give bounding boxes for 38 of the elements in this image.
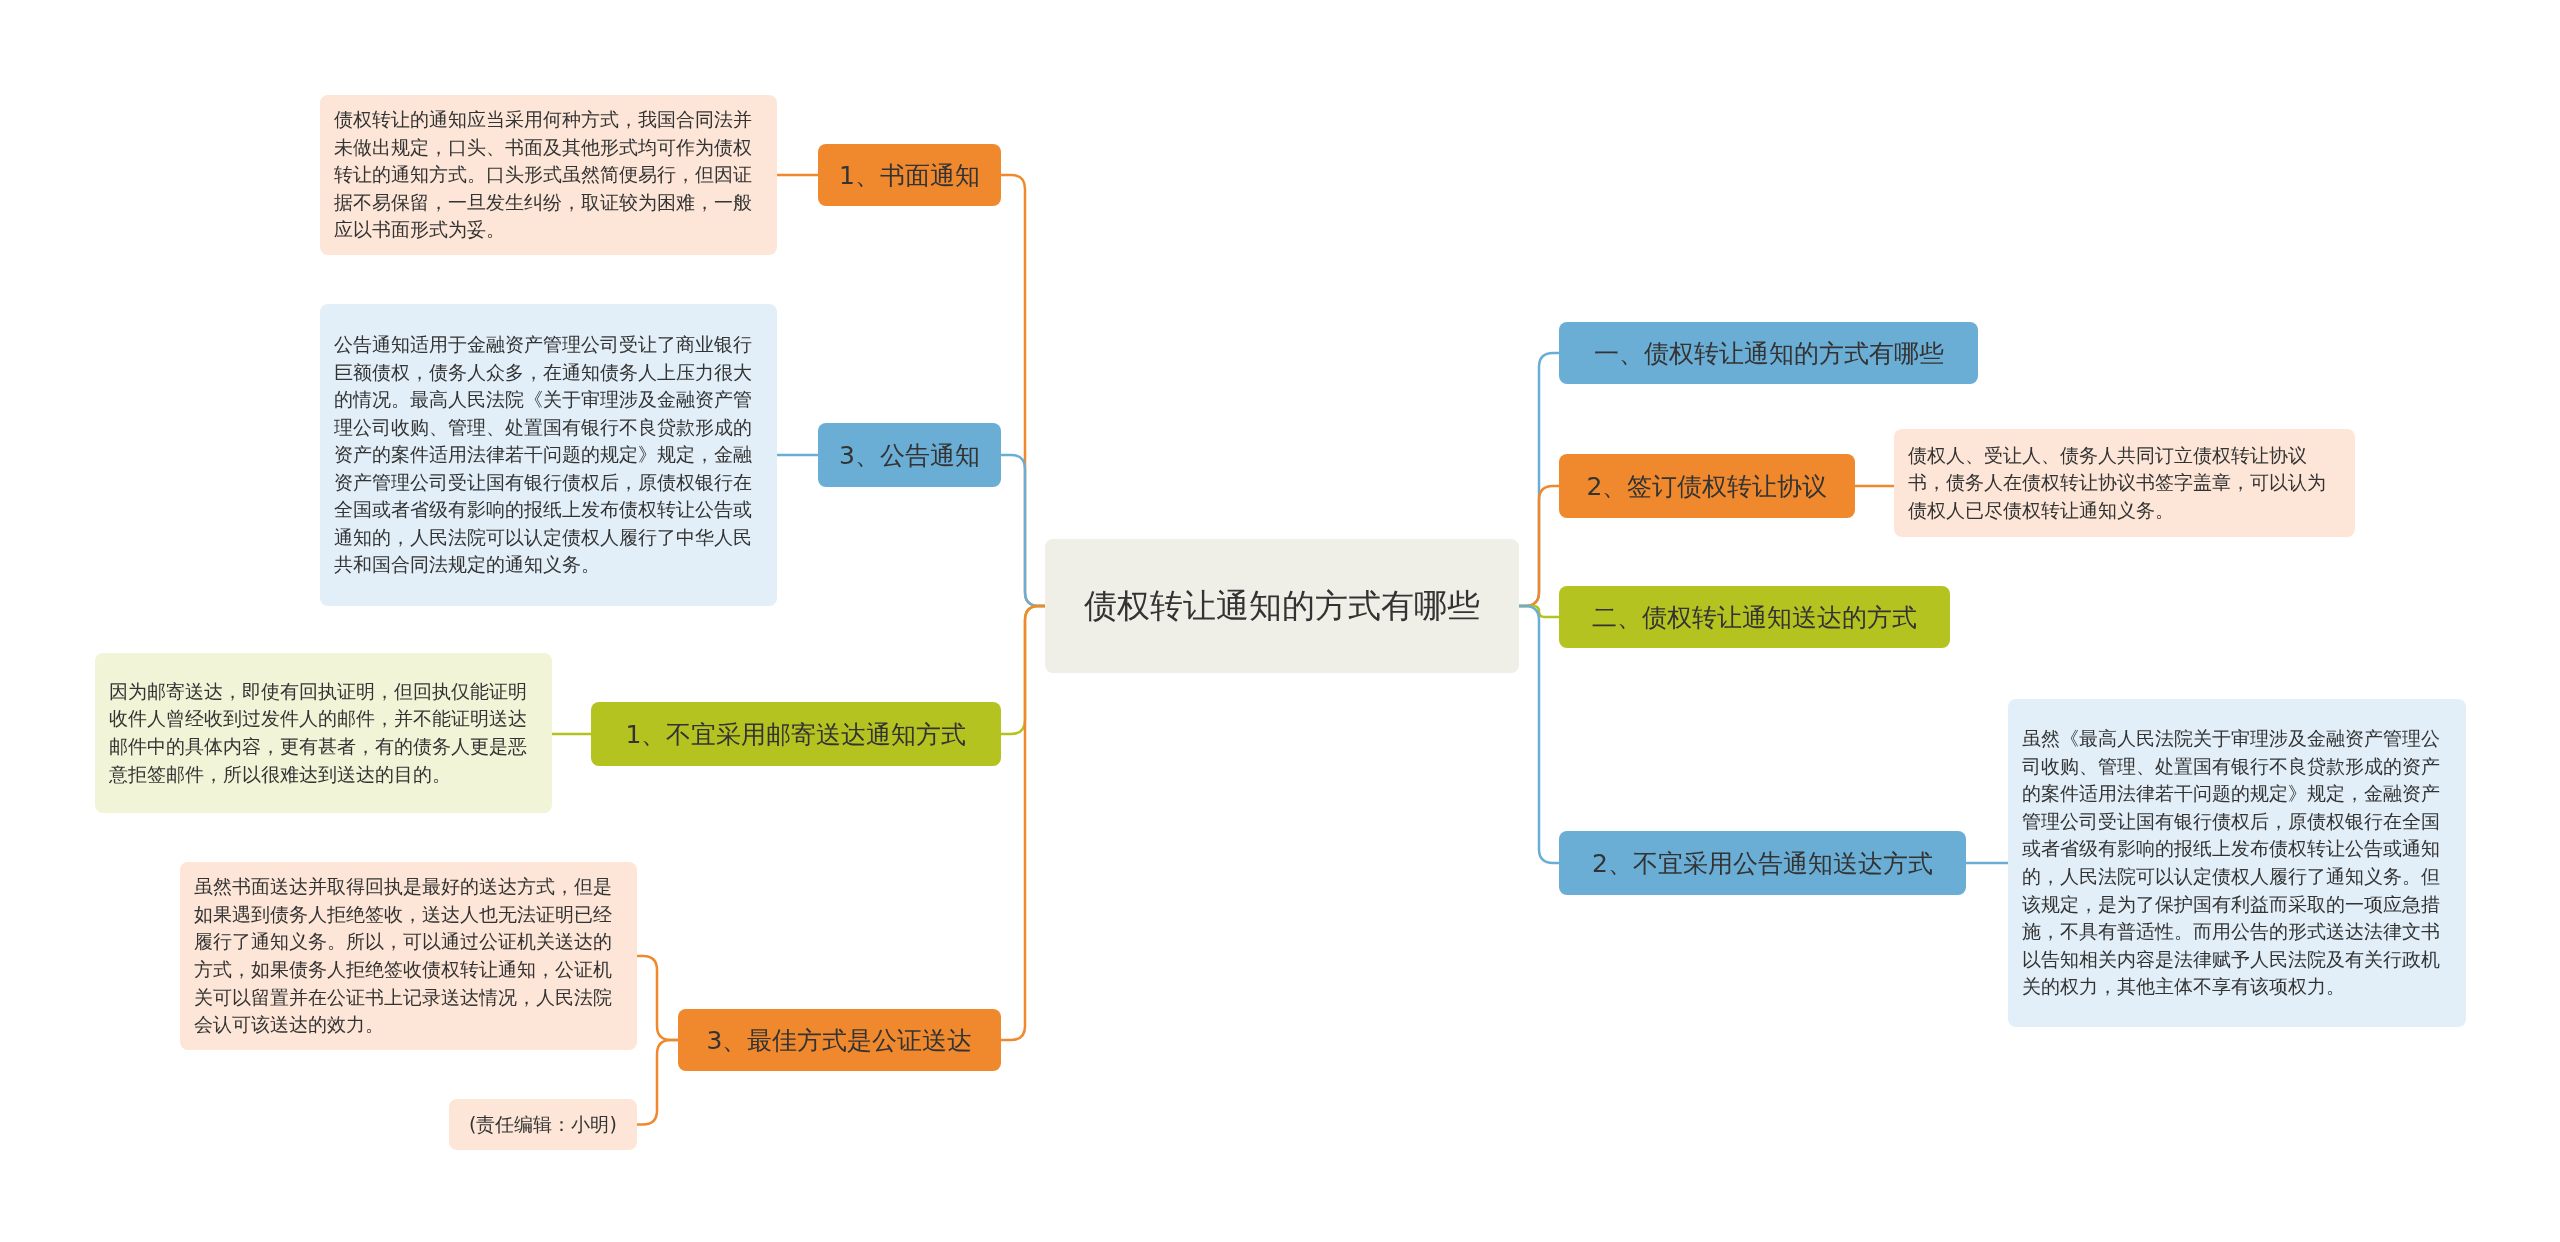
- topic-text: 2、签订债权转让协议: [1586, 470, 1828, 503]
- topic-box: [818, 423, 1001, 487]
- note-text: 虽然书面送达并取得回执是最好的送达方式，但是如果遇到债务人拒绝签收，送达人也无法证明已经履行了通知义务。所以，可以通过公证机关送达的方式，如果债务人拒绝签收债权转让通知，公证机关可以留置并在公证书上记录送达情况，人民法院会认可该送达的效力。: [194, 874, 613, 1038]
- topic-box: [1559, 586, 1950, 648]
- topic-text: 二、债权转让通知送达的方式: [1592, 601, 1917, 634]
- topic-text: 2、不宜采用公告通知送达方式: [1592, 847, 1933, 880]
- topic-box: [818, 144, 1001, 206]
- topic-text: 1、书面通知: [839, 159, 980, 192]
- note-box: [1894, 429, 2355, 537]
- note-text: (责任编辑：小明): [469, 1111, 617, 1137]
- connector-line: [552, 732, 591, 736]
- connector-line: [1855, 484, 1894, 488]
- note-text: 债权转让的通知应当采用何种方式，我国合同法并未做出规定，口头、书面及其他形式均可作为债权转让的通知方式。口头形式虽然简便易行，但因证据不易保留，一旦发生纠纷，取证较为困难，一般应以书面形式为妥。: [334, 107, 753, 243]
- note-box: [320, 304, 777, 606]
- note-box: [320, 95, 777, 255]
- note-text: 虽然《最高人民法院关于审理涉及金融资产管理公司收购、管理、处置国有银行不良贷款形成的资产的案件适用法律若干问题的规定》规定，金融资产管理公司受让国有银行债权后，原债权银行在全国或者省级有影响的报纸上发布债权转让公告或通知的，人民法院可以认定债权人履行了通知义务。但该规定，是为了保护国有利益而采取的一项应急措施，不具有普适性。而用公告的形式送达法律文书以告知相关内容是法律赋予人民法院及有关行政机关的权力，其他主体不享有该项权力。: [2022, 726, 2441, 1000]
- topic-box: [591, 702, 1001, 766]
- connector-line: [777, 453, 818, 457]
- topic-text: 一、债权转让通知的方式有哪些: [1593, 337, 1944, 370]
- connector-line: [1966, 861, 2008, 865]
- note-text: 公告通知适用于金融资产管理公司受让了商业银行巨额债权，债务人众多，在通知债务人上压力很大的情况。最高人民法院《关于审理涉及金融资产管理公司收购、管理、处置国有银行不良贷款形成的资产的案件适用法律若干问题的规定》规定，金融资产管理公司受让国有银行债权后，原债权银行在全国或者省级有影响的报纸上发布债权转让公告或通知的，人民法院可以认定债权人履行了中华人民共和国合同法规定的通知义务。: [334, 332, 753, 578]
- topic-box: [1559, 831, 1966, 895]
- note-box: [95, 653, 552, 813]
- connector-line: [1001, 604, 1045, 1042]
- note-box: [2008, 699, 2466, 1027]
- central-topic-box: [1045, 539, 1519, 673]
- topic-box: [1559, 454, 1855, 518]
- topic-text: 1、不宜采用邮寄送达通知方式: [625, 718, 967, 751]
- connector-line: [777, 173, 818, 177]
- topic-text: 3、最佳方式是公证送达: [706, 1024, 973, 1057]
- topic-box: [678, 1009, 1001, 1071]
- note-text: 因为邮寄送达，即使有回执证明，但回执仅能证明收件人曾经收到过发件人的邮件，并不能证明送达邮件中的具体内容，更有甚者，有的债务人更是恶意拒签邮件，所以很难达到送达的目的。: [109, 678, 528, 787]
- topic-box: [1559, 322, 1978, 384]
- note-box: [449, 1099, 637, 1150]
- topic-text: 3、公告通知: [839, 439, 980, 472]
- note-text: 债权人、受让人、债务人共同订立债权转让协议书，债务人在债权转让协议书签字盖章，可以认为债权人已尽债权转让通知义务。: [1908, 442, 2327, 523]
- topic-text: 债权转让通知的方式有哪些: [1084, 584, 1480, 627]
- note-box: [180, 862, 637, 1050]
